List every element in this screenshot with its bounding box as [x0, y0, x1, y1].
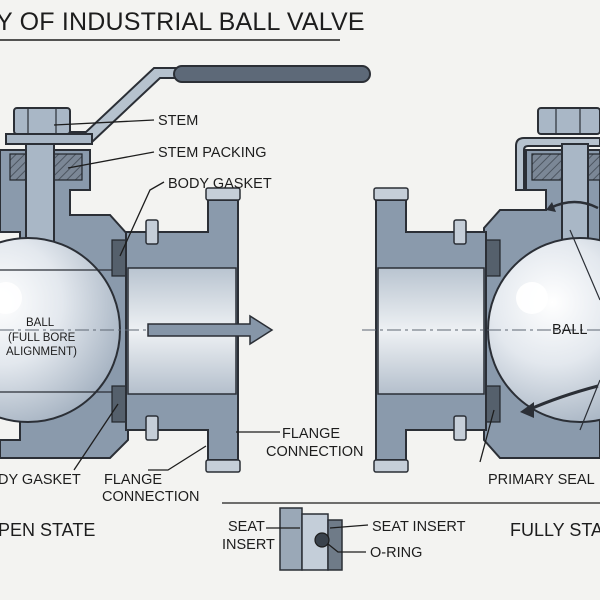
bolt-icon	[145, 219, 159, 245]
leader-o-ring	[327, 543, 366, 553]
label-flange-connection-left-1: FLANGE	[104, 472, 162, 488]
stem	[25, 143, 55, 255]
stem-nut-right	[537, 107, 600, 135]
ball-bore-rotated	[569, 229, 600, 431]
stem-right	[561, 143, 589, 241]
bolt-icon	[145, 415, 159, 441]
label-flange-connection-left-2: CONNECTION	[102, 489, 199, 505]
bolt-icon	[205, 187, 241, 201]
state-label-right: FULLY STAT	[510, 520, 600, 540]
label-primary-seal: PRIMARY SEAL	[488, 472, 595, 488]
detail-o-ring	[314, 532, 330, 548]
label-seat-insert-left-2: INSERT	[222, 537, 275, 553]
bolt-icon	[373, 459, 409, 473]
handle-grip	[173, 65, 371, 83]
label-seat-insert-right: SEAT INSERT	[372, 519, 466, 535]
label-ball-right: BALL	[552, 322, 587, 338]
leader-stem	[53, 119, 155, 126]
leader-flange-connection-left	[148, 445, 207, 471]
body-gasket-lower	[111, 385, 127, 423]
body-gasket-upper	[111, 239, 127, 277]
seat-insert-detail	[222, 502, 600, 571]
label-flange-connection-right-2: CONNECTION	[266, 444, 363, 460]
leader-body-gasket-bottom	[73, 403, 119, 471]
label-body-gasket-bottom: DY GASKET	[0, 472, 81, 488]
label-o-ring: O-RING	[370, 545, 422, 561]
flow-bore-right	[377, 267, 485, 395]
diagram-title: Y OF INDUSTRIAL BALL VALVE	[0, 8, 365, 36]
leader-primary-seal	[479, 409, 495, 463]
label-flange-connection-right-1: FLANGE	[282, 426, 340, 442]
label-ball-left-2: (FULL BORE	[8, 332, 76, 344]
bolt-icon	[453, 415, 467, 441]
label-stem: STEM	[158, 113, 198, 129]
flow-arrow-icon	[147, 314, 274, 346]
bolt-icon	[205, 459, 241, 473]
label-stem-packing: STEM PACKING	[158, 145, 267, 161]
leader-seat-insert-right	[329, 524, 369, 529]
detail-seal-ring	[327, 519, 343, 571]
rotation-arrow-icon	[549, 200, 599, 210]
label-ball-left-1: BALL	[26, 317, 55, 329]
detail-body-block	[279, 507, 303, 571]
body-gasket-right-lower	[485, 385, 501, 423]
leader-stem-packing	[67, 151, 155, 169]
label-body-gasket-top: BODY GASKET	[168, 176, 272, 192]
label-ball-left-3: ALIGNMENT)	[6, 346, 77, 358]
label-seat-insert-left-1: SEAT	[228, 519, 265, 535]
state-label-left: PEN STATE	[0, 520, 95, 540]
bolt-icon	[373, 187, 409, 201]
right-valve-closed	[362, 107, 600, 473]
left-valve-open	[0, 65, 371, 473]
body-gasket-right-upper	[485, 239, 501, 277]
bolt-icon	[453, 219, 467, 245]
stem-washer	[5, 133, 93, 145]
stem-nut	[13, 107, 71, 135]
leader-body-gasket-top	[119, 181, 165, 257]
handle-stub-right	[515, 137, 600, 191]
handle-lever	[57, 67, 179, 143]
